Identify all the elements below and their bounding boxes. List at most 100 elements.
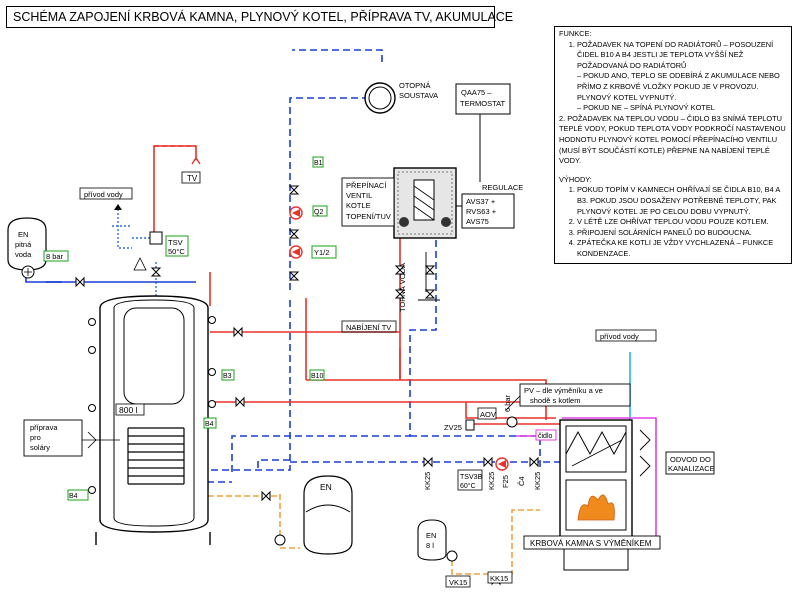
zv25-label: ZV25 xyxy=(444,423,462,432)
privod-vody-left-label: přívod vody xyxy=(84,190,123,199)
tsv-label-1: TSV xyxy=(168,238,183,247)
vk15-label: VK15 xyxy=(449,578,467,587)
y1-label: Y1/2 xyxy=(314,248,329,257)
tv-outlet-arrow-icon xyxy=(191,157,201,165)
prepinaci-label-3: KOTLE xyxy=(346,201,371,210)
pressure-gauge-6bar xyxy=(506,416,518,428)
otopna-label-2: SOUSTAVA xyxy=(399,91,438,100)
cold-water-main xyxy=(25,268,196,283)
boiler-outlet-valves xyxy=(394,265,436,299)
f25-label: F25 xyxy=(501,475,510,488)
en-lower-vessel xyxy=(303,475,353,555)
funkce-item-1-main: POŽADAVEK NA TOPENÍ DO RADIÁTORŮ – POSOU… xyxy=(577,39,774,70)
tsv3b-label-1: TSV3B xyxy=(460,474,483,481)
blue-dashed-pipes xyxy=(196,49,560,483)
odvod-label-box xyxy=(665,451,715,475)
prepinaci-box xyxy=(341,177,395,227)
kk25c-label: KK25 xyxy=(533,472,542,490)
en8-label-1: EN xyxy=(426,531,436,540)
flame-icon xyxy=(577,494,615,521)
bar8-label: 8 bar xyxy=(46,252,64,261)
pressure-gauge-lower xyxy=(274,534,286,546)
funkce-item-1-sub-a: – POKUD ANO, TEPLO SE ODEBÍRÁ Z AKUMULAC… xyxy=(577,71,780,102)
tsv-label-2: 50°C xyxy=(168,247,185,256)
sensor-tags xyxy=(43,156,337,501)
en8-vessel xyxy=(417,519,447,561)
qaa75-box xyxy=(455,83,511,115)
pv-label-1: PV – dle výměníku a ve xyxy=(524,386,603,395)
b4-q5-label: B4 xyxy=(69,493,78,500)
gas-boiler xyxy=(393,167,457,239)
solar-label-box xyxy=(23,419,83,457)
en-pitna-label-2: pitná xyxy=(15,240,32,249)
odvod-label-2: KANALIZACE xyxy=(668,464,715,473)
b4-label: B4 xyxy=(205,421,214,428)
prepinaci-label-1: PŘEPÍNACÍ xyxy=(346,181,387,190)
priprava-label-2: pro xyxy=(30,433,41,442)
bar6-label: 6 bar xyxy=(503,394,512,412)
pressure-gauge-en8 xyxy=(446,550,458,562)
en-lower-label: EN xyxy=(320,482,332,492)
aov-label: AOV xyxy=(480,410,496,419)
avs-label-2: RVS63 + xyxy=(466,207,497,216)
vyhody-heading: VÝHODY: xyxy=(559,174,592,184)
tank-ports xyxy=(88,316,216,494)
nabijeni-label: NABÍJENÍ TV xyxy=(346,323,391,332)
kk25a-label: KK25 xyxy=(423,472,432,490)
cold-water-pipes xyxy=(112,205,157,300)
orange-pipes xyxy=(208,494,540,580)
radiator-circuit-icon xyxy=(364,82,396,114)
c4-label: Č4 xyxy=(517,476,526,486)
vyhody-item-3: PŘIPOJENÍ SOLÁRNÍCH PANELŮ DO BUDOUCNA. xyxy=(577,228,787,239)
funkce-item-1: POŽADAVEK NA TOPENÍ DO RADIÁTORŮ – POSOU… xyxy=(577,40,787,114)
b1-label: B1 xyxy=(314,160,323,167)
en8-label-2: 8 l xyxy=(426,541,434,550)
tsv3b-label-2: 60°C xyxy=(460,482,476,490)
odvod-label-1: ODVOD DO xyxy=(670,455,711,464)
magenta-pipe xyxy=(562,417,657,540)
vyhody-item-2: V LÉTĚ LZE OHŘÍVAT TEPLOU VODU POUZE KOT… xyxy=(577,217,787,228)
funkce-item-2: 2. POŽADAVEK NA TEPLOU VODU – ČIDLO B3 S… xyxy=(559,113,786,166)
kk25b-label: KK25 xyxy=(487,472,496,490)
pv-label-box xyxy=(519,383,631,407)
vyhody-item-1: POKUD TOPÍM V KAMNECH OHŘÍVAJÍ SE ČIDLA … xyxy=(577,185,787,217)
solar-coil xyxy=(127,427,185,485)
funkce-heading: FUNKCE: xyxy=(559,29,592,38)
funkce-item-1-sub-b: – POKUD NE – SPÍNÁ PLYNOVÝ KOTEL xyxy=(577,103,715,113)
en-pitna-label-1: EN xyxy=(18,230,28,239)
privod-vody-right-label: přívod vody xyxy=(600,332,639,341)
avs-label-1: AVS37 + xyxy=(466,197,496,206)
pv-label-2: shodě s kotlem xyxy=(530,396,580,405)
regulace-box xyxy=(461,193,515,229)
tv-label: TV xyxy=(187,174,198,183)
en-pitna-label-3: voda xyxy=(15,250,32,259)
krbova-label-box xyxy=(523,535,661,550)
krbova-label: KRBOVÁ KAMNA S VÝMĚNÍKEM xyxy=(530,539,652,548)
priprava-label-3: soláry xyxy=(30,443,50,452)
tank-volume: 800 l xyxy=(119,405,138,415)
circulation-pumps xyxy=(289,206,509,471)
zv25-valve xyxy=(465,419,475,431)
heat-exchanger xyxy=(565,425,627,473)
tsv-mixing-valve xyxy=(149,231,163,245)
kk15-label: KK15 xyxy=(490,574,508,583)
drain-funnel-icon xyxy=(639,429,651,477)
b10-label: B10 xyxy=(311,373,324,380)
cold-inlet-valve-icon xyxy=(114,204,122,210)
topna-voda-label: TOPNÁ VODA xyxy=(398,263,407,312)
q2-label: Q2 xyxy=(314,209,323,216)
storage-tank xyxy=(95,295,211,545)
cidlo-label: čidlo xyxy=(538,433,553,440)
diagram-title: SCHÉMA ZAPOJENÍ KRBOVÁ KAMNA, PLYNOVÝ KO… xyxy=(6,6,513,28)
notes-panel: FUNKCE: POŽADAVEK NA TOPENÍ DO RADIÁTORŮ… xyxy=(554,26,792,264)
otopna-label-1: OTOPNÁ xyxy=(399,81,431,90)
prepinaci-label-2: VENTIL xyxy=(346,191,372,200)
cidlo-tag xyxy=(535,429,557,441)
prepinaci-label-4: TOPENÍ/TUV xyxy=(346,212,391,221)
b3-label: B3 xyxy=(223,373,232,380)
priprava-label-1: příprava xyxy=(30,423,58,432)
safety-valve-icon xyxy=(133,257,147,271)
qaa75-label-1: QAA75 – xyxy=(461,88,492,97)
vyhody-item-4: ZPÁTEČKA KE KOTLI JE VŽDY VYCHLAZENÁ – F… xyxy=(577,238,787,259)
